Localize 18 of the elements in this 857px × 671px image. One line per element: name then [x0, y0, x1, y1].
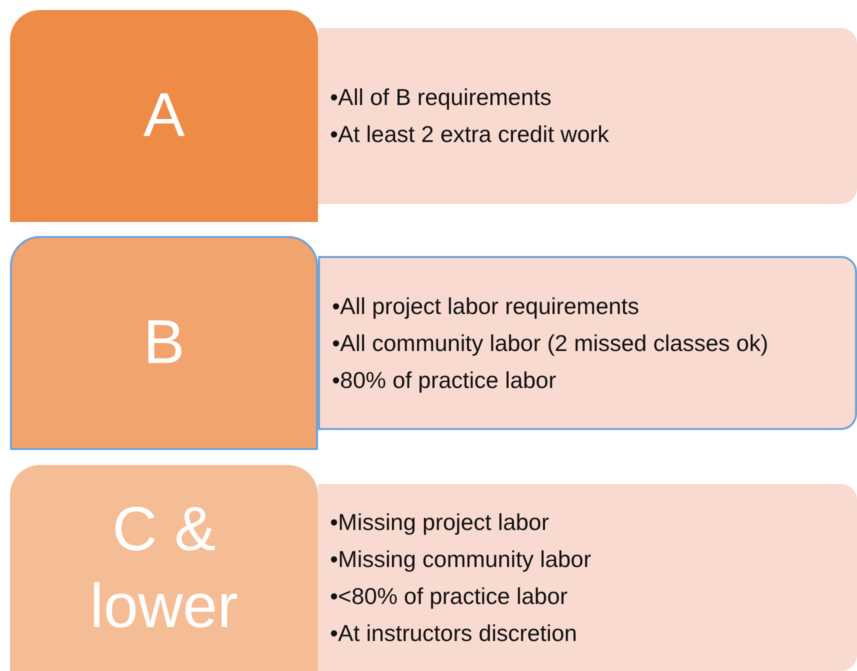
criteria-item: •<80% of practice labor [330, 582, 569, 611]
grade-box [10, 236, 318, 450]
criteria-item: •80% of practice labor [332, 366, 558, 395]
grade-box [10, 10, 318, 222]
criteria-item: •All project labor requirements [332, 292, 640, 321]
grade-label: C & lower [88, 494, 240, 643]
criteria-panel [318, 256, 857, 430]
grade-box [10, 465, 318, 671]
criteria-item: •All of B requirements [330, 83, 553, 112]
criteria-item: •All community labor (2 missed classes ok) [332, 328, 770, 358]
criteria-item: •Missing project labor [330, 508, 550, 537]
grade-label: B [142, 307, 186, 380]
criteria-panel [318, 28, 857, 204]
criteria-panel [318, 484, 857, 671]
criteria-item: •Missing community labor [330, 544, 592, 574]
grade-label: A [142, 80, 186, 152]
criteria-item: •At least 2 extra credit work [330, 120, 610, 149]
criteria-item: •At instructors discretion [330, 618, 578, 648]
